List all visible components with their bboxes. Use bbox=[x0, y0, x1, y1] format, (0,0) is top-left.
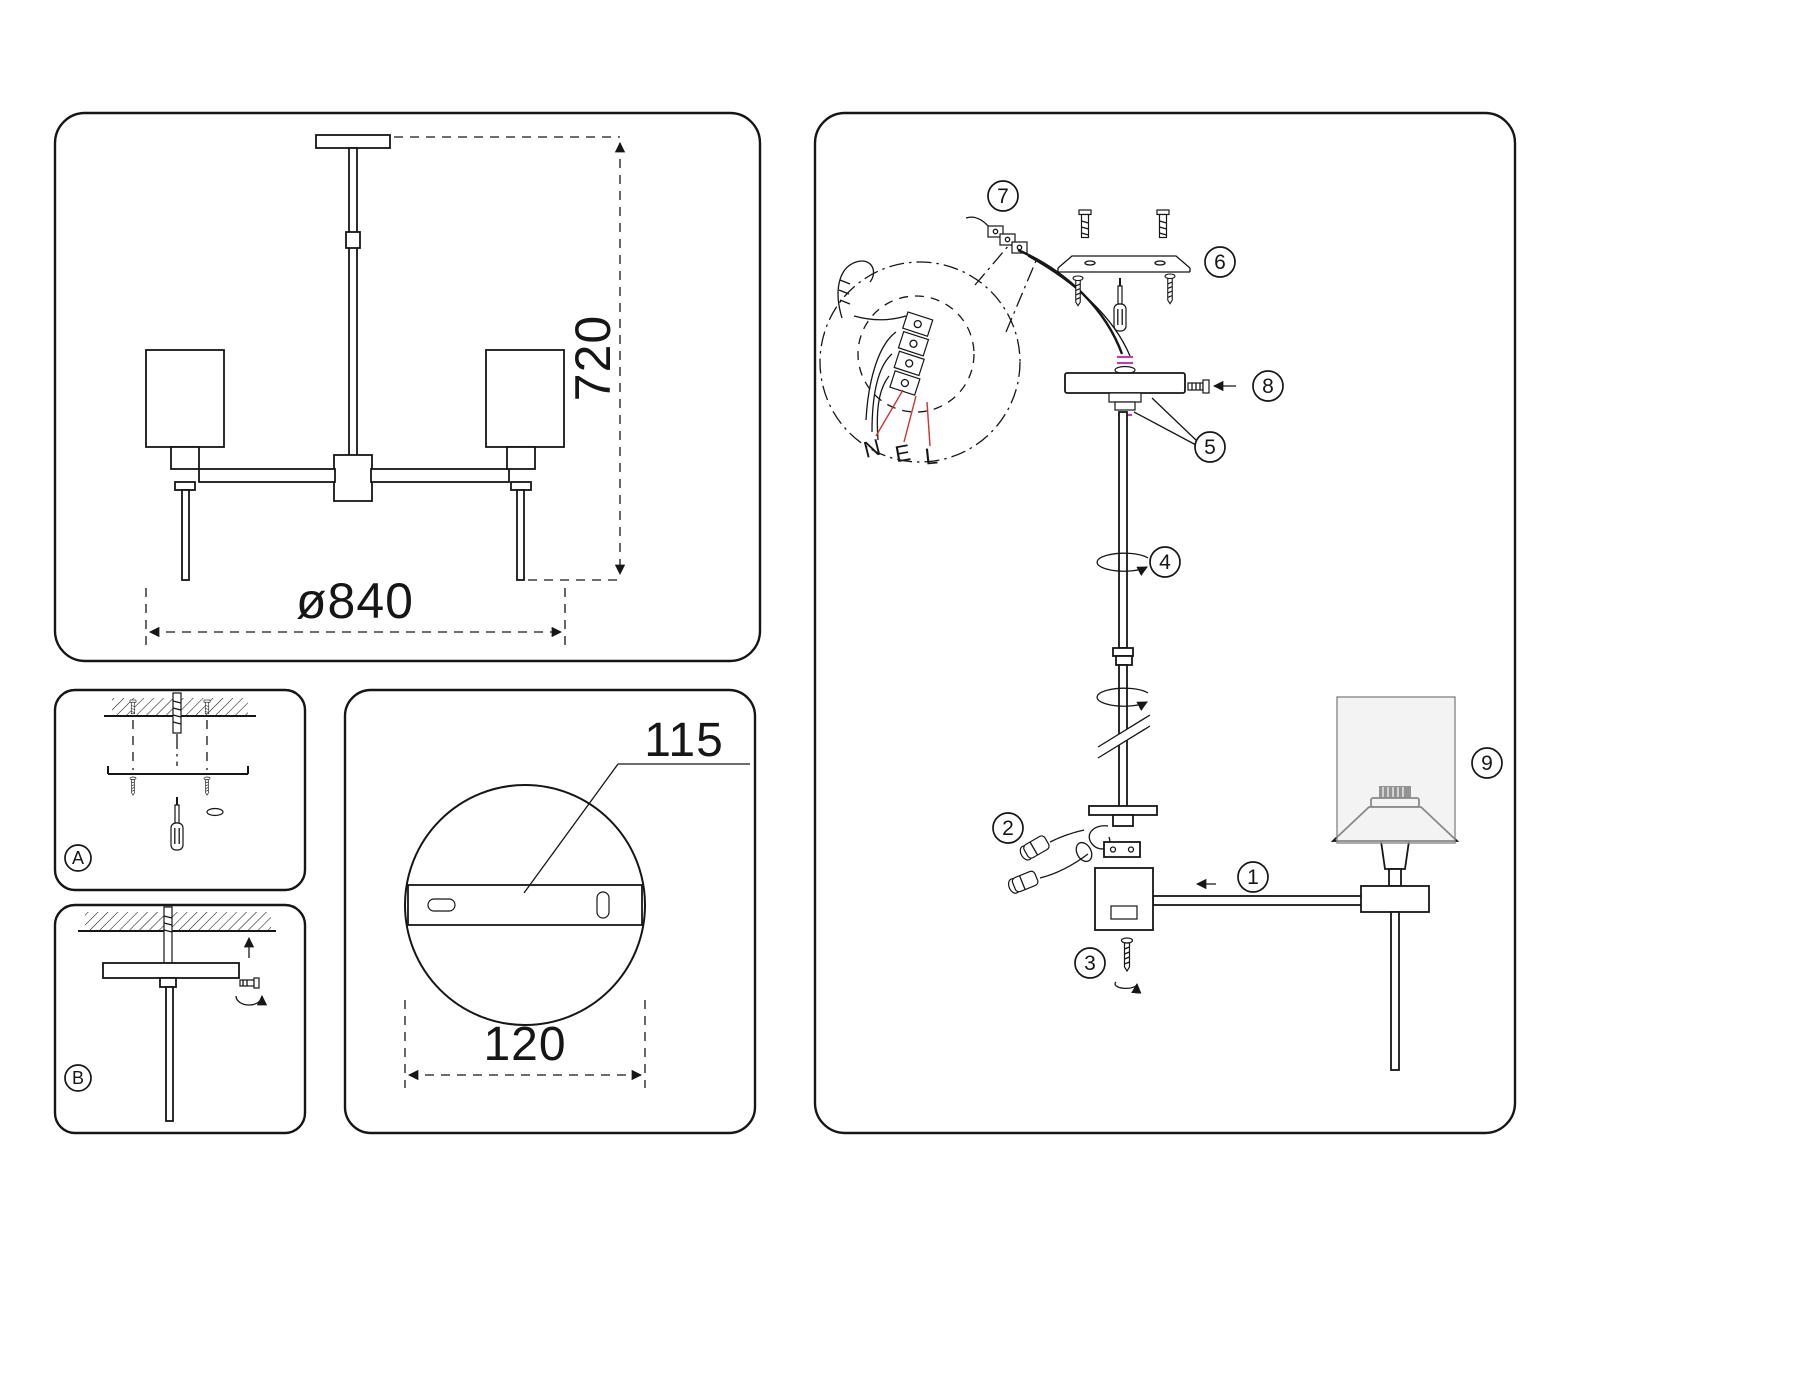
step-marker-4: 4 bbox=[1149, 546, 1181, 578]
rotate-arrow bbox=[1096, 552, 1149, 576]
right-shade bbox=[485, 349, 565, 448]
panel-b-frame bbox=[53, 903, 307, 1135]
svg-text:2: 2 bbox=[1002, 817, 1014, 840]
svg-text:6: 6 bbox=[1214, 251, 1226, 274]
svg-text:8: 8 bbox=[1262, 375, 1274, 398]
leader-step5 bbox=[1133, 411, 1197, 446]
mains-wires bbox=[1017, 248, 1131, 357]
canopy-plate bbox=[102, 962, 240, 979]
svg-text:1: 1 bbox=[1247, 866, 1259, 889]
overview-panel: 720 ø840 bbox=[53, 111, 762, 663]
ceiling-canopy bbox=[1064, 372, 1186, 394]
panel-b-label: B bbox=[72, 1068, 84, 1088]
slot-left bbox=[427, 898, 456, 912]
threaded-rod bbox=[163, 906, 173, 964]
svg-text:3: 3 bbox=[1084, 952, 1096, 975]
dim-120: 120 bbox=[404, 1000, 646, 1088]
chandelier-front-view bbox=[145, 134, 565, 581]
upper-rod bbox=[1118, 411, 1128, 649]
mounting-bracket-group bbox=[1057, 209, 1191, 332]
wire-label-earth: E bbox=[893, 439, 913, 467]
svg-text:5: 5 bbox=[1204, 436, 1216, 459]
rotate-arrow bbox=[1114, 981, 1142, 994]
dim-115: 115 bbox=[523, 714, 750, 894]
center-body-group bbox=[1094, 867, 1154, 931]
arm bbox=[1152, 895, 1394, 906]
dim-diameter-label: ø840 bbox=[296, 573, 414, 629]
dim-115-label: 115 bbox=[644, 714, 724, 767]
left-shade bbox=[145, 349, 225, 448]
ceiling-plate bbox=[404, 784, 646, 1026]
plate-panel: 115 120 bbox=[343, 688, 757, 1135]
wiring-detail-bubble: N E L bbox=[819, 237, 1039, 470]
slot-right bbox=[596, 891, 610, 919]
step-marker-3: 3 bbox=[1074, 947, 1106, 979]
svg-text:9: 9 bbox=[1481, 752, 1493, 775]
step-marker-2: 2 bbox=[992, 812, 1024, 844]
detail-panel-a: A bbox=[53, 688, 307, 892]
step-marker-8: 8 bbox=[1252, 370, 1284, 402]
ceiling-hatch bbox=[85, 912, 271, 931]
dim-height-label: 720 bbox=[565, 315, 621, 401]
step-marker-9: 9 bbox=[1471, 747, 1503, 779]
dim-diameter-840: ø840 bbox=[145, 573, 566, 646]
dim-120-label: 120 bbox=[483, 1018, 566, 1071]
svg-text:7: 7 bbox=[997, 185, 1009, 208]
rod-group bbox=[1096, 411, 1151, 810]
side-screw bbox=[239, 977, 260, 989]
arm-holder bbox=[1360, 885, 1430, 913]
step-marker-1: 1 bbox=[1237, 861, 1269, 893]
step-marker-5: 5 bbox=[1194, 431, 1226, 463]
step-marker-6: 6 bbox=[1204, 246, 1236, 278]
step-marker-7: 7 bbox=[987, 180, 1019, 212]
leader-live bbox=[926, 401, 931, 447]
leader-neutral bbox=[875, 389, 904, 437]
terminal-block bbox=[965, 216, 1028, 254]
overview-panel-frame bbox=[53, 111, 762, 663]
panel-a-frame bbox=[53, 688, 307, 892]
panel-b-marker: B bbox=[64, 1064, 92, 1092]
wire-label-neutral: N bbox=[861, 434, 883, 463]
assembly-panel-frame bbox=[813, 111, 1517, 1135]
dim-height-720: 720 bbox=[394, 136, 626, 581]
washer-icon bbox=[206, 807, 224, 817]
ceiling-bracket bbox=[1057, 255, 1191, 273]
panel-a-marker: A bbox=[64, 844, 92, 872]
rotate-arrow bbox=[1096, 687, 1149, 711]
rod bbox=[165, 986, 174, 1122]
canopy-group bbox=[1064, 355, 1186, 417]
assembly-panel: N E L bbox=[813, 111, 1517, 1135]
threaded-rod bbox=[172, 692, 182, 734]
center-body bbox=[1094, 867, 1154, 931]
earth-wire-hook bbox=[837, 260, 875, 319]
panel-a-label: A bbox=[72, 848, 84, 868]
leader-step5 bbox=[1151, 397, 1198, 442]
leader-earth bbox=[903, 395, 917, 443]
svg-text:4: 4 bbox=[1159, 551, 1171, 574]
ring bbox=[1075, 841, 1093, 863]
shade-assembly-group bbox=[1330, 696, 1460, 1071]
glass-shade bbox=[1336, 696, 1456, 844]
side-screw-step8 bbox=[1187, 379, 1236, 394]
socket-cup bbox=[1379, 840, 1411, 870]
drop-rod bbox=[1390, 911, 1400, 1071]
hanger-hook-group bbox=[1075, 805, 1158, 863]
wire-label-live: L bbox=[923, 442, 939, 469]
rotate-arrow bbox=[235, 994, 268, 1006]
detail-panel-b: B bbox=[53, 903, 307, 1135]
mounting-bar bbox=[107, 766, 249, 775]
